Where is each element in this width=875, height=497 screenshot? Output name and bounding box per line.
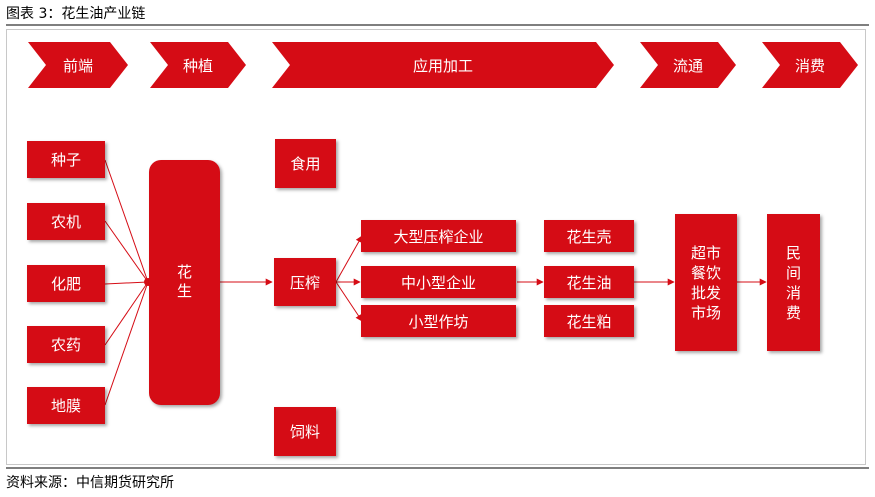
stage-label-processing: 应用加工 xyxy=(412,56,473,75)
consumption-box-household: 民 间 消 费 xyxy=(767,214,820,351)
footer-divider xyxy=(6,467,869,469)
enterprise-box-workshop: 小型作坊 xyxy=(361,305,516,337)
stage-chevron-circulation xyxy=(640,42,736,88)
stage-label-frontend: 前端 xyxy=(62,56,93,75)
stage-chevron-frontend xyxy=(28,42,128,88)
stage-label-consumption: 消费 xyxy=(794,56,825,75)
stage-chevron-planting xyxy=(150,42,246,88)
stage-label-planting: 种植 xyxy=(182,56,213,75)
input-box-pesticide: 农药 xyxy=(27,326,105,363)
crop-box-peanut: 花生 xyxy=(149,160,220,405)
stage-chevron-processing xyxy=(272,42,614,88)
input-connectors xyxy=(104,159,149,406)
input-box-machinery: 农机 xyxy=(27,203,105,240)
use-box-feed: 饲料 xyxy=(274,407,336,456)
use-box-press: 压榨 xyxy=(274,258,336,306)
input-box-mulch: 地膜 xyxy=(27,387,105,424)
enterprise-box-large: 大型压榨企业 xyxy=(361,220,516,252)
flow-arrows xyxy=(220,235,767,322)
product-box-meal: 花生粕 xyxy=(544,305,634,337)
input-box-seed: 种子 xyxy=(27,141,105,178)
input-box-fertilizer: 化肥 xyxy=(27,265,105,302)
title-divider xyxy=(6,24,869,26)
product-box-shell: 花生壳 xyxy=(544,220,634,252)
product-box-oil: 花生油 xyxy=(544,266,634,298)
figure-title: 图表 3：花生油产业链 xyxy=(6,6,146,22)
stage-label-circulation: 流通 xyxy=(672,56,703,75)
use-box-food: 食用 xyxy=(275,139,336,188)
diagram-frame xyxy=(6,29,866,465)
stage-chevron-consumption xyxy=(762,42,858,88)
source-note: 资料来源：中信期货研究所 xyxy=(6,475,174,491)
enterprise-box-medium-small: 中小型企业 xyxy=(361,266,516,298)
distribution-box-channels: 超市 餐饮 批发 市场 xyxy=(675,214,737,351)
